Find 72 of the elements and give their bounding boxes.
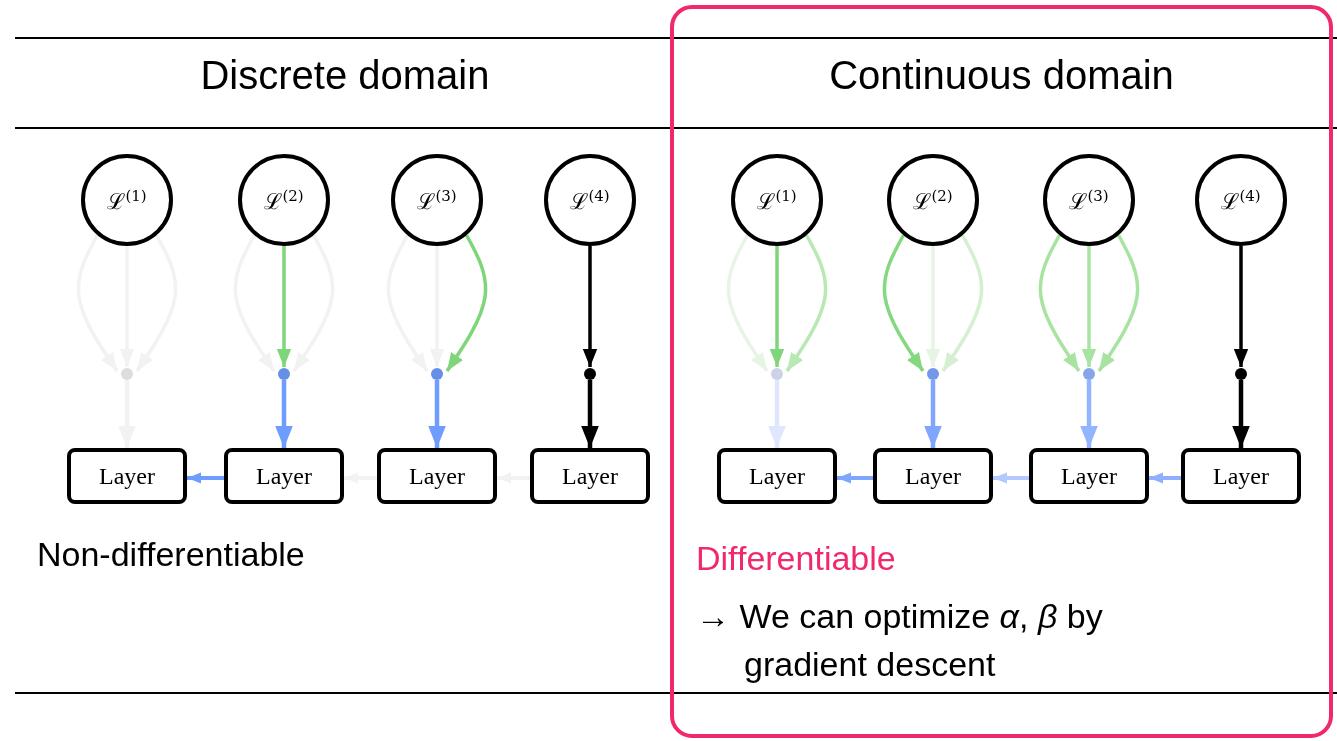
- arrow: [993, 472, 1029, 484]
- loss-label: ℒ$^{(3)}$: [417, 185, 457, 215]
- arrow: [118, 380, 136, 448]
- arrow: [924, 380, 942, 448]
- arrow: [582, 246, 598, 367]
- arrow: [1097, 234, 1140, 372]
- arrow: [768, 380, 786, 448]
- loss-label: ℒ$^{(2)}$: [264, 185, 304, 215]
- layer-label: Layer: [562, 462, 618, 490]
- arrow: [386, 234, 429, 372]
- layer-label: Layer: [1213, 462, 1269, 490]
- layer-box: [873, 448, 993, 504]
- junction-dot: [431, 368, 443, 380]
- layer-box: [1029, 448, 1149, 504]
- arrow: [1081, 246, 1097, 367]
- layer-box: [717, 448, 837, 504]
- arrow: [785, 234, 828, 372]
- panel-heading: Continuous domain: [828, 53, 1175, 98]
- layer-box: [1181, 448, 1301, 504]
- junction-dot: [121, 368, 133, 380]
- arrow: [445, 234, 488, 372]
- arrow: [1233, 246, 1249, 367]
- arrow: [925, 246, 941, 367]
- arrow: [581, 380, 599, 448]
- layer-label: Layer: [256, 462, 312, 490]
- arrow: [837, 472, 873, 484]
- arrow: [276, 246, 292, 367]
- loss-label: ℒ$^{(4)}$: [570, 185, 610, 215]
- layer-label: Layer: [99, 462, 155, 490]
- layer-label: Layer: [749, 462, 805, 490]
- junction-dot: [584, 368, 596, 380]
- junction-dot: [771, 368, 783, 380]
- junction-dot: [1083, 368, 1095, 380]
- arrow: [1149, 472, 1181, 484]
- arrow: [497, 472, 530, 484]
- note-text: Differentiable: [696, 539, 896, 578]
- layer-label: Layer: [1061, 462, 1117, 490]
- layer-box: [224, 448, 344, 504]
- arrow: [292, 234, 335, 372]
- loss-label: ℒ$^{(4)}$: [1221, 185, 1261, 215]
- layer-label: Layer: [409, 462, 465, 490]
- highlight-panel: [670, 5, 1333, 738]
- arrow: [882, 234, 925, 372]
- layer-label: Layer: [905, 462, 961, 490]
- junction-dot: [927, 368, 939, 380]
- arrow: [275, 380, 293, 448]
- junction-dot: [278, 368, 290, 380]
- arrow: [1080, 380, 1098, 448]
- layer-box: [377, 448, 497, 504]
- arrow: [1038, 234, 1081, 372]
- arrow: [941, 234, 984, 372]
- arrow: [429, 246, 445, 367]
- junction-dot: [1235, 368, 1247, 380]
- arrow: [344, 472, 377, 484]
- arrow: [233, 234, 276, 372]
- arrow: [428, 380, 446, 448]
- arrow: [1232, 380, 1250, 448]
- arrow: [119, 246, 135, 367]
- arrow: [726, 234, 769, 372]
- layer-box: [530, 448, 650, 504]
- arrow: [135, 234, 178, 372]
- panel-heading: Discrete domain: [199, 53, 491, 98]
- arrow: [187, 472, 224, 484]
- note-text: → We can optimize α, β by gradient descent: [696, 596, 1104, 685]
- arrow: [76, 234, 119, 372]
- layer-box: [67, 448, 187, 504]
- loss-label: ℒ$^{(1)}$: [107, 185, 147, 215]
- loss-label: ℒ$^{(1)}$: [757, 185, 797, 215]
- note-text: Non-differentiable: [37, 535, 305, 574]
- loss-label: ℒ$^{(3)}$: [1069, 185, 1109, 215]
- loss-label: ℒ$^{(2)}$: [913, 185, 953, 215]
- arrow: [769, 246, 785, 367]
